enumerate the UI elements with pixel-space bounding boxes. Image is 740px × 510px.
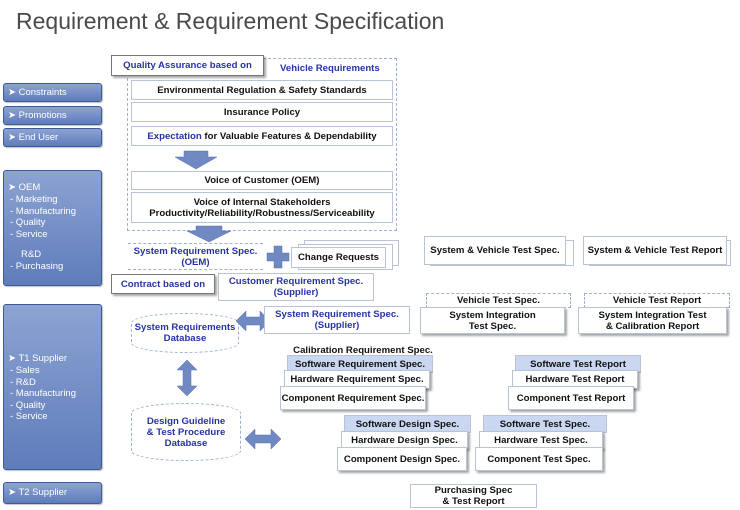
sidebar-promotions[interactable]: ➤ Promotions	[3, 106, 102, 125]
t2-label: T2 Supplier	[18, 487, 68, 498]
t1-item: - Service	[10, 411, 48, 423]
component-test-report: Component Test Report	[508, 386, 634, 410]
oem-item: - Marketing	[10, 194, 58, 205]
component-req-spec: Component Requirement Spec.	[280, 386, 426, 410]
t1-item: - R&D	[10, 376, 36, 388]
sidebar-t2-supplier[interactable]: ➤ T2 Supplier	[3, 482, 102, 504]
vehicle-test-report: Vehicle Test Report	[584, 293, 730, 308]
sys-int-spec-line-1: System Integration	[449, 309, 536, 321]
design-db-line-2: & Test Procedure	[146, 426, 226, 438]
double-arrow-vertical-icon	[176, 359, 198, 397]
contract-label: Contract based on	[111, 274, 215, 294]
vehicle-test-spec: Vehicle Test Spec.	[426, 293, 571, 308]
sys-int-cal-line-2: & Calibration Report	[605, 320, 700, 332]
oem-label: OEM	[18, 182, 41, 193]
system-req-spec-supplier: System Requirement Spec. (Supplier)	[264, 306, 410, 334]
oem-item: - Quality	[10, 217, 46, 229]
sidebar-label-end-user: ➤ End User	[8, 132, 59, 143]
sys-db-line-2: Database	[163, 333, 207, 344]
sidebar-label-t2: ➤ T2 Supplier	[8, 487, 68, 498]
oem-item: - Purchasing	[10, 260, 64, 272]
purchasing-line-1: Purchasing Spec	[434, 485, 513, 496]
component-design-spec: Component Design Spec.	[337, 447, 467, 471]
sidebar-t1-list: - Sales - R&D - Manufacturing - Quality …	[4, 365, 101, 423]
expectation-box: Expectation for Valuable Features & Depe…	[131, 126, 393, 146]
system-integration-calibration-report: System Integration Test & Calibration Re…	[578, 307, 727, 334]
sidebar-end-user[interactable]: ➤ End User	[3, 128, 102, 147]
sidebar-oem-list: - Marketing - Manufacturing - Quality - …	[4, 194, 101, 273]
plus-icon	[266, 245, 290, 269]
customer-req-spec: Customer Requirement Spec. (Supplier)	[218, 273, 374, 301]
sys-req-oem-line-2: (OEM)	[181, 256, 210, 268]
sys-int-spec-line-2: Test Spec.	[468, 320, 517, 332]
internal-stakeholders-box: Voice of Internal Stakeholders Productiv…	[131, 192, 393, 223]
vehicle-requirements-label: Vehicle Requirements	[280, 63, 380, 74]
t1-item: - Sales	[10, 365, 40, 376]
oem-item: R&D	[21, 249, 42, 261]
sys-req-sup-line-2: (Supplier)	[314, 320, 360, 331]
expectation-keyword: Expectation	[147, 130, 202, 142]
sys-req-sup-line-1: System Requirement Spec.	[275, 309, 399, 320]
sidebar-label-promotions: ➤ Promotions	[8, 110, 67, 121]
change-requests-box: Change Requests	[291, 247, 386, 268]
sys-int-cal-line-1: System Integration Test	[598, 309, 707, 321]
insurance-policy-box: Insurance Policy	[131, 102, 393, 122]
cust-req-line-1: Customer Requirement Spec.	[228, 276, 364, 287]
design-guideline-database: Design Guideline & Test Procedure Databa…	[131, 403, 241, 461]
sidebar-oem[interactable]: ➤ OEM - Marketing - Manufacturing - Qual…	[3, 170, 102, 286]
purchasing-line-2: & Test Report	[442, 496, 505, 507]
down-arrow-icon	[174, 150, 218, 170]
system-vehicle-test-spec: System & Vehicle Test Spec.	[424, 236, 566, 265]
constraints-label: Constraints	[18, 87, 67, 98]
sidebar-label-constraints: ➤ Constraints	[8, 87, 67, 98]
oem-item: - Service	[10, 228, 48, 240]
qa-label: Quality Assurance based on	[111, 55, 264, 76]
cust-req-line-2: (Supplier)	[273, 287, 319, 298]
double-arrow-horizontal-icon	[244, 428, 282, 450]
env-regulation-box: Environmental Regulation & Safety Standa…	[131, 80, 393, 100]
component-test-spec: Component Test Spec.	[475, 447, 603, 471]
sidebar-oem-heading: ➤ OEM	[8, 182, 41, 193]
sys-req-oem-line-1: System Requirement Spec.	[133, 245, 258, 257]
purchasing-spec-test-report: Purchasing Spec & Test Report	[410, 484, 537, 508]
system-req-spec-oem: System Requirement Spec. (OEM)	[128, 243, 263, 270]
t1-label: T1 Supplier	[18, 353, 68, 364]
oem-item	[10, 240, 101, 249]
t1-item: - Manufacturing	[10, 388, 77, 400]
sidebar-t1-supplier[interactable]: ➤ T1 Supplier - Sales - R&D - Manufactur…	[3, 304, 102, 470]
stakeholders-line-2: Productivity/Reliability/Robustness/Serv…	[149, 207, 375, 219]
sidebar-constraints[interactable]: ➤ Constraints	[3, 83, 102, 102]
page-title: Requirement & Requirement Specification	[16, 8, 445, 34]
system-integration-test-spec: System Integration Test Spec.	[420, 307, 565, 334]
stakeholders-line-1: Voice of Internal Stakeholders	[193, 196, 331, 208]
expectation-rest: for Valuable Features & Dependability	[204, 130, 377, 142]
system-vehicle-test-report: System & Vehicle Test Report	[583, 236, 727, 265]
design-db-line-3: Database	[164, 437, 208, 449]
voc-box: Voice of Customer (OEM)	[131, 171, 393, 190]
sys-db-line-1: System Requirements	[134, 322, 236, 333]
design-db-line-1: Design Guideline	[146, 415, 226, 427]
end-user-label: End User	[18, 132, 59, 143]
down-arrow-icon	[186, 225, 232, 243]
system-requirements-database: System Requirements Database	[131, 313, 239, 353]
promotions-label: Promotions	[18, 110, 67, 121]
t1-item: - Quality	[10, 399, 46, 411]
sidebar-t1-heading: ➤ T1 Supplier	[8, 353, 68, 364]
oem-item: - Manufacturing	[10, 205, 77, 217]
